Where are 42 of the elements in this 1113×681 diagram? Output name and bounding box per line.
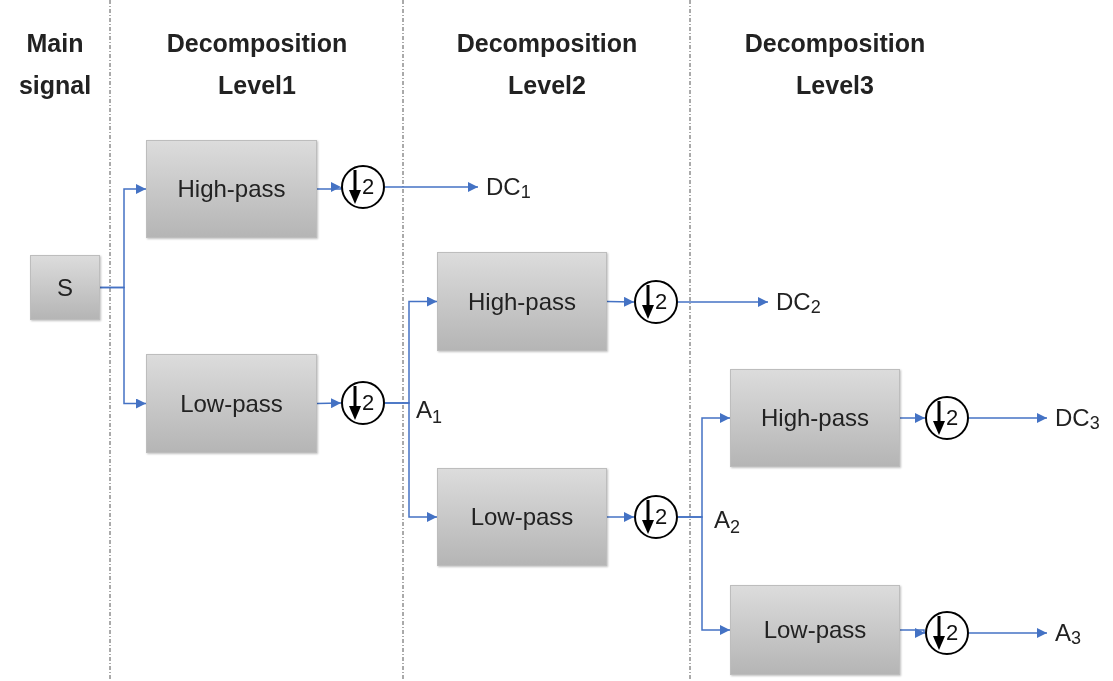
filter-label: High-pass <box>760 403 869 433</box>
column-header: Decomposition Level2 <box>455 28 639 101</box>
factor-label: 2 <box>361 392 375 414</box>
arrow <box>384 182 479 192</box>
filter-box <box>146 354 317 453</box>
arrow <box>899 413 926 423</box>
factor-label: 2 <box>945 622 959 644</box>
filter-label: S <box>57 272 73 303</box>
filter-box <box>146 140 317 238</box>
filter-label: High-pass <box>177 174 286 204</box>
filter-box <box>437 468 607 566</box>
arrow <box>606 512 635 522</box>
filter-label: High-pass <box>467 286 576 317</box>
arrow <box>899 628 926 638</box>
filter-box <box>730 369 900 467</box>
factor-label: 2 <box>945 407 959 429</box>
filter-label: Low-pass <box>180 388 283 419</box>
filter-label: Low-pass <box>470 502 574 532</box>
arrow <box>606 296 635 307</box>
signal-label: A$_{2}$ <box>714 505 742 538</box>
signal-label: A$_{1}$ <box>416 395 444 428</box>
arrow <box>99 286 147 409</box>
column-header: Decomposition Level3 <box>743 28 927 101</box>
output-label: DC$_{2}$ <box>768 286 828 318</box>
arrow <box>384 402 438 522</box>
signal-box <box>30 255 100 320</box>
filter-box <box>437 252 607 351</box>
arrow <box>677 516 731 635</box>
output-label: A$_{3}$ <box>1047 617 1107 649</box>
arrow <box>968 628 1048 638</box>
column-header: Main signal <box>17 28 93 101</box>
arrow <box>316 398 342 409</box>
arrow <box>677 297 769 307</box>
column-header: Decomposition Level1 <box>165 28 349 101</box>
factor-label: 2 <box>361 176 375 198</box>
output-label: DC$_{1}$ <box>478 171 538 203</box>
output-label: DC$_{3}$ <box>1047 402 1107 434</box>
filter-box <box>730 585 900 675</box>
factor-label: 2 <box>654 291 668 313</box>
arrow <box>968 413 1048 423</box>
factor-label: 2 <box>654 506 668 528</box>
filter-label: Low-pass <box>763 615 867 645</box>
